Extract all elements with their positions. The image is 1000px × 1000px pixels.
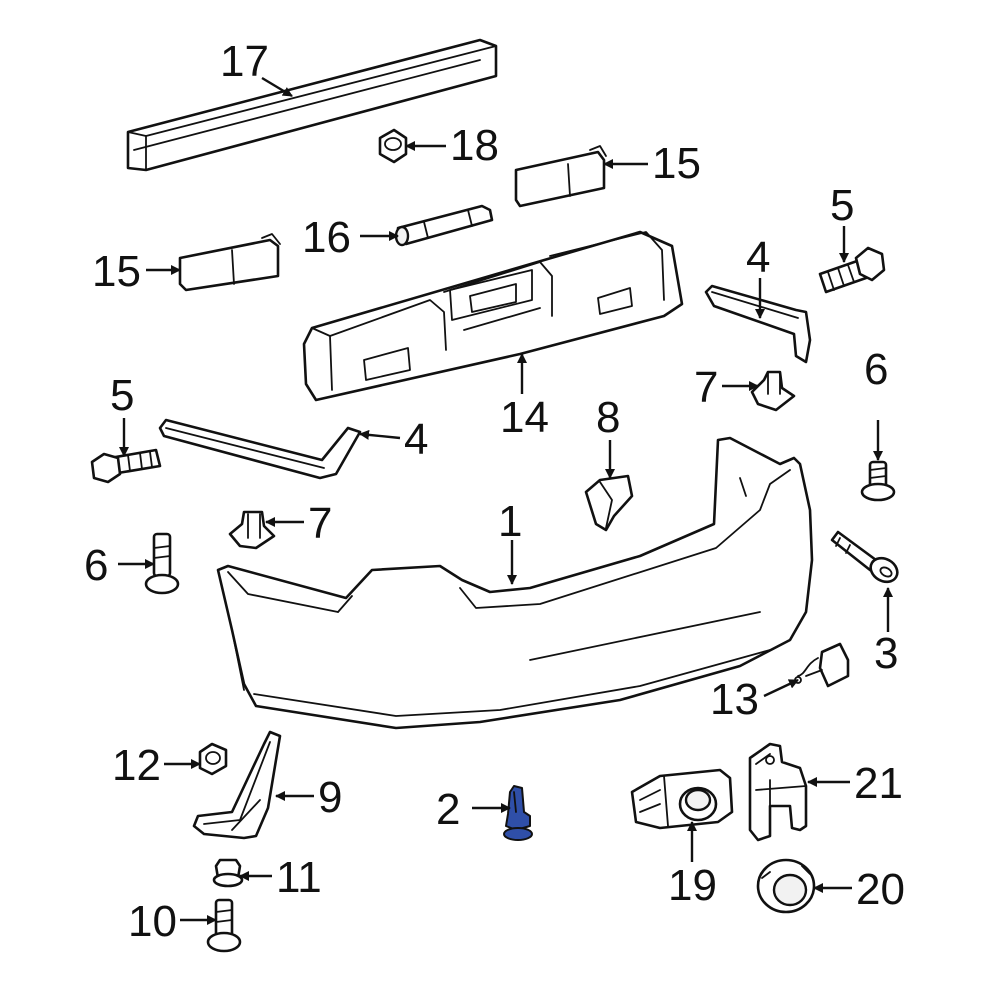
bumper-cover[interactable] xyxy=(216,436,814,730)
callout-20: 20 xyxy=(856,865,905,914)
callout-12: 12 xyxy=(112,741,161,790)
callout-11: 11 xyxy=(276,853,322,902)
callout-6-right: 6 xyxy=(864,345,888,394)
bolt-part-3[interactable] xyxy=(830,530,902,587)
callout-19: 19 xyxy=(668,861,717,910)
leader-lines xyxy=(118,76,893,925)
side-bracket-right[interactable] xyxy=(704,284,812,364)
callout-4-left: 4 xyxy=(404,415,428,464)
callout-5-left: 5 xyxy=(110,371,134,420)
bolt-part-6-left[interactable] xyxy=(144,532,180,595)
callout-labels: 17 18 15 15 16 14 4 5 7 6 5 4 7 8 1 3 6 … xyxy=(84,37,905,946)
mounting-bracket-part-9[interactable] xyxy=(192,730,282,840)
grommet-part-11[interactable] xyxy=(212,858,244,888)
sensor-wire-harness[interactable] xyxy=(794,642,850,688)
callout-15-left: 15 xyxy=(92,247,141,296)
callout-10: 10 xyxy=(128,897,177,946)
bolt-part-10[interactable] xyxy=(206,898,242,953)
parking-sensor[interactable] xyxy=(630,768,734,830)
callout-8: 8 xyxy=(596,393,620,442)
sensor-retainer-ring[interactable] xyxy=(756,858,816,914)
spacer-sleeve[interactable] xyxy=(394,204,494,247)
callout-1: 1 xyxy=(498,497,522,546)
callout-4-right: 4 xyxy=(746,233,770,282)
callout-17: 17 xyxy=(220,37,269,86)
side-bracket-left[interactable] xyxy=(158,418,362,480)
callout-18: 18 xyxy=(450,121,499,170)
callout-21: 21 xyxy=(854,759,903,808)
nut-part-12[interactable] xyxy=(198,742,228,776)
callout-2: 2 xyxy=(436,785,460,834)
callout-3: 3 xyxy=(874,629,898,678)
callout-9: 9 xyxy=(318,773,342,822)
callout-5-right: 5 xyxy=(830,181,854,230)
callout-7-right: 7 xyxy=(694,363,718,412)
bolt-part-6-right[interactable] xyxy=(860,460,896,502)
bolt-part-5-right[interactable] xyxy=(818,246,886,294)
absorber-pad-right[interactable] xyxy=(514,145,607,208)
callout-16: 16 xyxy=(302,213,351,262)
retainer-clip-right[interactable] xyxy=(750,370,796,412)
reinforcement-bar[interactable] xyxy=(126,38,498,172)
push-clip-part-2[interactable] xyxy=(503,785,533,841)
sensor-bracket[interactable] xyxy=(748,742,808,842)
energy-absorber[interactable] xyxy=(302,230,684,402)
nut-part-18[interactable] xyxy=(378,128,408,164)
bracket-clip-part-8[interactable] xyxy=(584,474,634,532)
bolt-part-5-left[interactable] xyxy=(90,448,162,484)
callout-7-left: 7 xyxy=(308,499,332,548)
retainer-clip-left[interactable] xyxy=(228,510,276,550)
callout-6-left: 6 xyxy=(84,541,108,590)
callout-15-upper: 15 xyxy=(652,139,701,188)
absorber-pad-left[interactable] xyxy=(178,233,281,292)
callout-13: 13 xyxy=(710,675,759,724)
callout-14: 14 xyxy=(500,393,549,442)
